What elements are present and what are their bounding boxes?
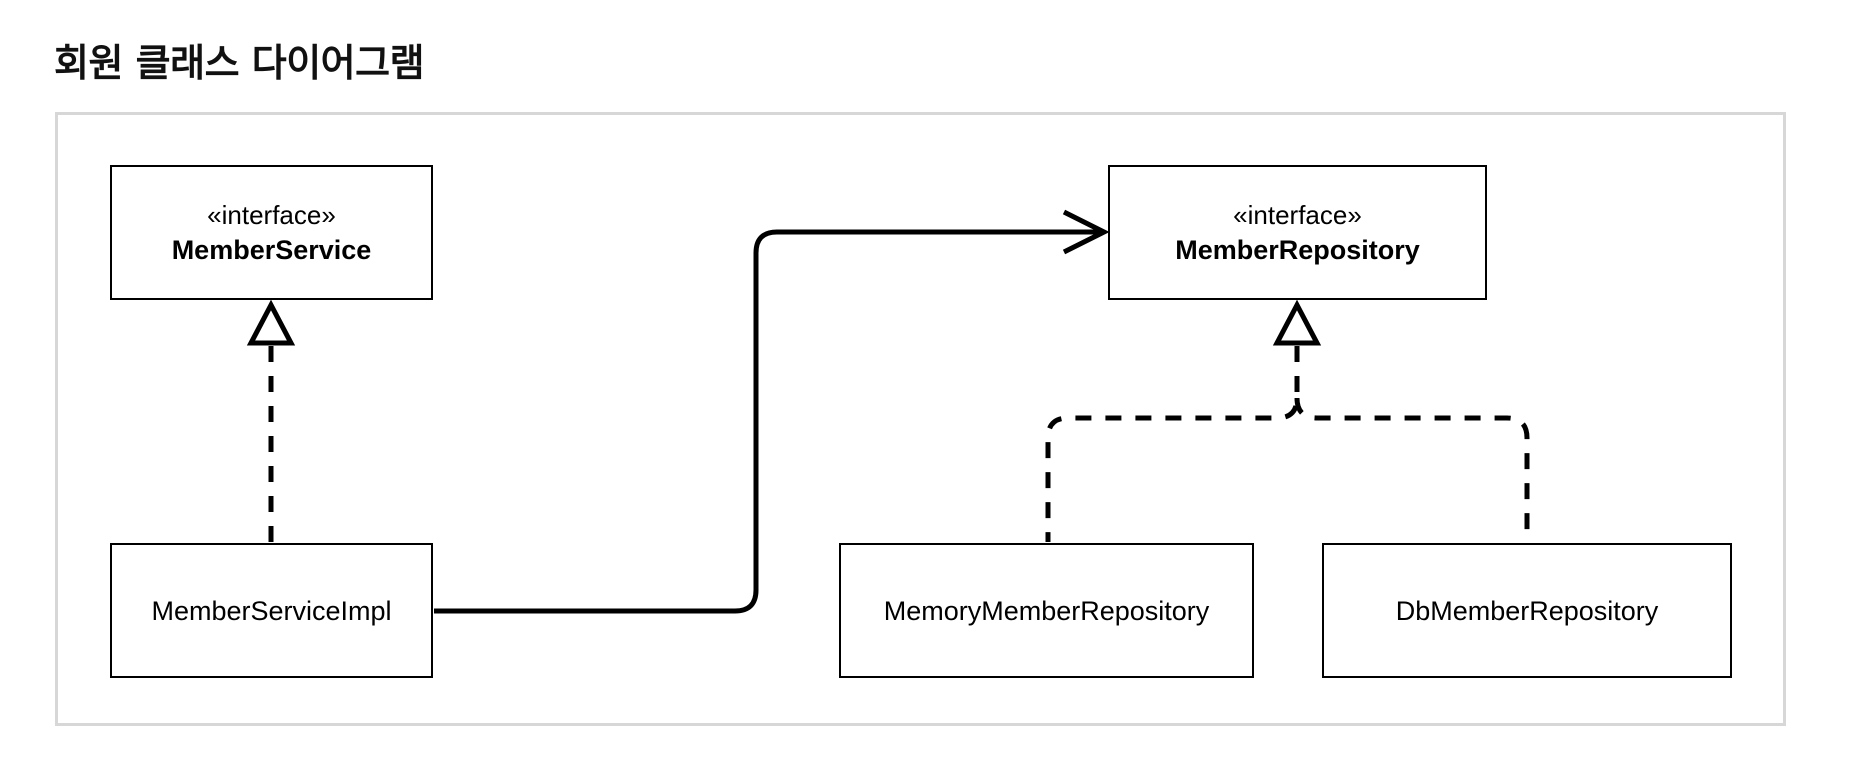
realization-impl-to-service bbox=[246, 299, 296, 542]
page-title: 회원 클래스 다이어그램 bbox=[54, 41, 425, 85]
class-name-member-repository: MemberRepository bbox=[1175, 234, 1420, 265]
class-memory-member-repository: MemoryMemberRepository bbox=[839, 543, 1254, 678]
association-impl-to-repository bbox=[434, 209, 1110, 614]
realization-repositories-to-interface bbox=[1045, 299, 1530, 542]
stereotype-label: «interface» bbox=[207, 199, 336, 230]
class-db-member-repository: DbMemberRepository bbox=[1322, 543, 1732, 678]
class-name-db-member-repository: DbMemberRepository bbox=[1395, 595, 1659, 626]
class-name-memory-member-repository: MemoryMemberRepository bbox=[883, 595, 1210, 626]
class-name-member-service-impl: MemberServiceImpl bbox=[151, 595, 392, 626]
stereotype-label: «interface» bbox=[1233, 199, 1362, 230]
class-member-service: «interface» MemberService bbox=[110, 165, 433, 300]
class-member-repository: «interface» MemberRepository bbox=[1108, 165, 1487, 300]
class-name-member-service: MemberService bbox=[171, 234, 372, 265]
class-member-service-impl: MemberServiceImpl bbox=[110, 543, 433, 678]
